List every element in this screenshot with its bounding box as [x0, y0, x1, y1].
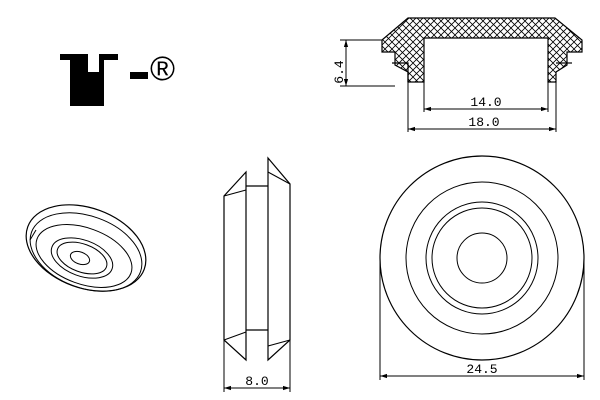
- section-hatch: [381, 17, 583, 83]
- logo-mark-icon: [60, 54, 148, 106]
- brand-logo: ®: [60, 50, 175, 106]
- dim-groove-diameter-label: 18.0: [468, 115, 499, 130]
- dim-flange-diameter-label: 24.5: [466, 362, 497, 377]
- dim-height-label: 6.4: [332, 60, 347, 84]
- dim-thickness-label: 8.0: [245, 374, 268, 389]
- isometric-view: [25, 204, 147, 292]
- dim-inner-diameter-label: 14.0: [470, 95, 501, 110]
- cross-section-view: 6.4 14.0 18.0: [332, 17, 583, 132]
- registered-trademark-icon: ®: [150, 50, 175, 88]
- side-view: 8.0: [223, 156, 291, 392]
- front-view: 24.5: [379, 155, 585, 380]
